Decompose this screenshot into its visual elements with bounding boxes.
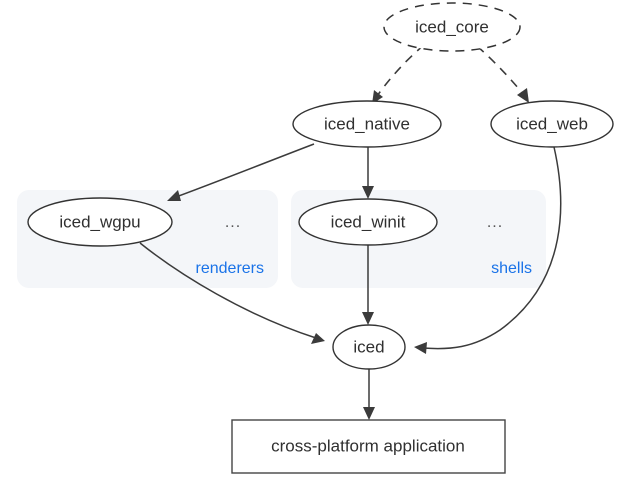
edge-iced_core-to-iced_web — [476, 45, 525, 96]
node-iced_native-label: iced_native — [324, 114, 410, 133]
arrowhead-iced_native-to-iced_wgpu — [167, 190, 181, 201]
node-iced_core-shape[interactable] — [383, 2, 521, 52]
arrowhead-iced_native-to-iced_winit — [362, 186, 374, 199]
node-iced_winit-label: iced_winit — [331, 212, 406, 231]
node-cross-platform-application[interactable]: cross-platform application — [231, 419, 506, 474]
node-iced_web[interactable]: iced_web — [490, 100, 614, 148]
edge-iced_core-to-iced_native — [376, 44, 425, 97]
cluster-shells-label: shells — [491, 260, 532, 277]
arrowhead-iced_core-to-iced_web — [517, 88, 529, 103]
node-iced_web-label: iced_web — [516, 114, 588, 133]
edge-iced_web-to-iced — [422, 146, 562, 350]
node-iced-label: iced — [353, 337, 384, 356]
arrowhead-iced_wgpu-to-iced — [311, 333, 325, 344]
node-iced_web-shape[interactable] — [490, 100, 614, 148]
node-iced_native[interactable]: iced_native — [292, 100, 442, 148]
arrowhead-iced_winit-to-iced — [362, 312, 374, 325]
node-iced_winit-shape[interactable] — [298, 198, 438, 246]
edge-iced_native-to-iced_wgpu — [175, 143, 315, 198]
edge-iced_wgpu-to-iced — [139, 242, 317, 339]
node-renderers-more-label: ... — [225, 214, 241, 231]
node-iced_core-label: iced_core — [415, 17, 489, 36]
node-application-label: cross-platform application — [271, 436, 465, 455]
node-iced_native-shape[interactable] — [292, 100, 442, 148]
node-iced_wgpu-shape[interactable] — [27, 197, 173, 247]
node-iced_core[interactable]: iced_core — [383, 2, 521, 52]
node-iced-shape[interactable] — [332, 324, 406, 370]
arrowhead-iced_web-to-iced — [414, 342, 427, 354]
node-shells-more-label: ... — [487, 214, 503, 231]
node-iced[interactable]: iced — [332, 324, 406, 370]
node-application-shape[interactable] — [231, 419, 506, 474]
node-iced_winit[interactable]: iced_winit — [298, 198, 438, 246]
node-iced_wgpu[interactable]: iced_wgpu — [27, 197, 173, 247]
node-iced_wgpu-label: iced_wgpu — [59, 212, 140, 231]
cluster-renderers-label: renderers — [196, 260, 264, 277]
arrowhead-iced-to-application — [363, 407, 375, 420]
